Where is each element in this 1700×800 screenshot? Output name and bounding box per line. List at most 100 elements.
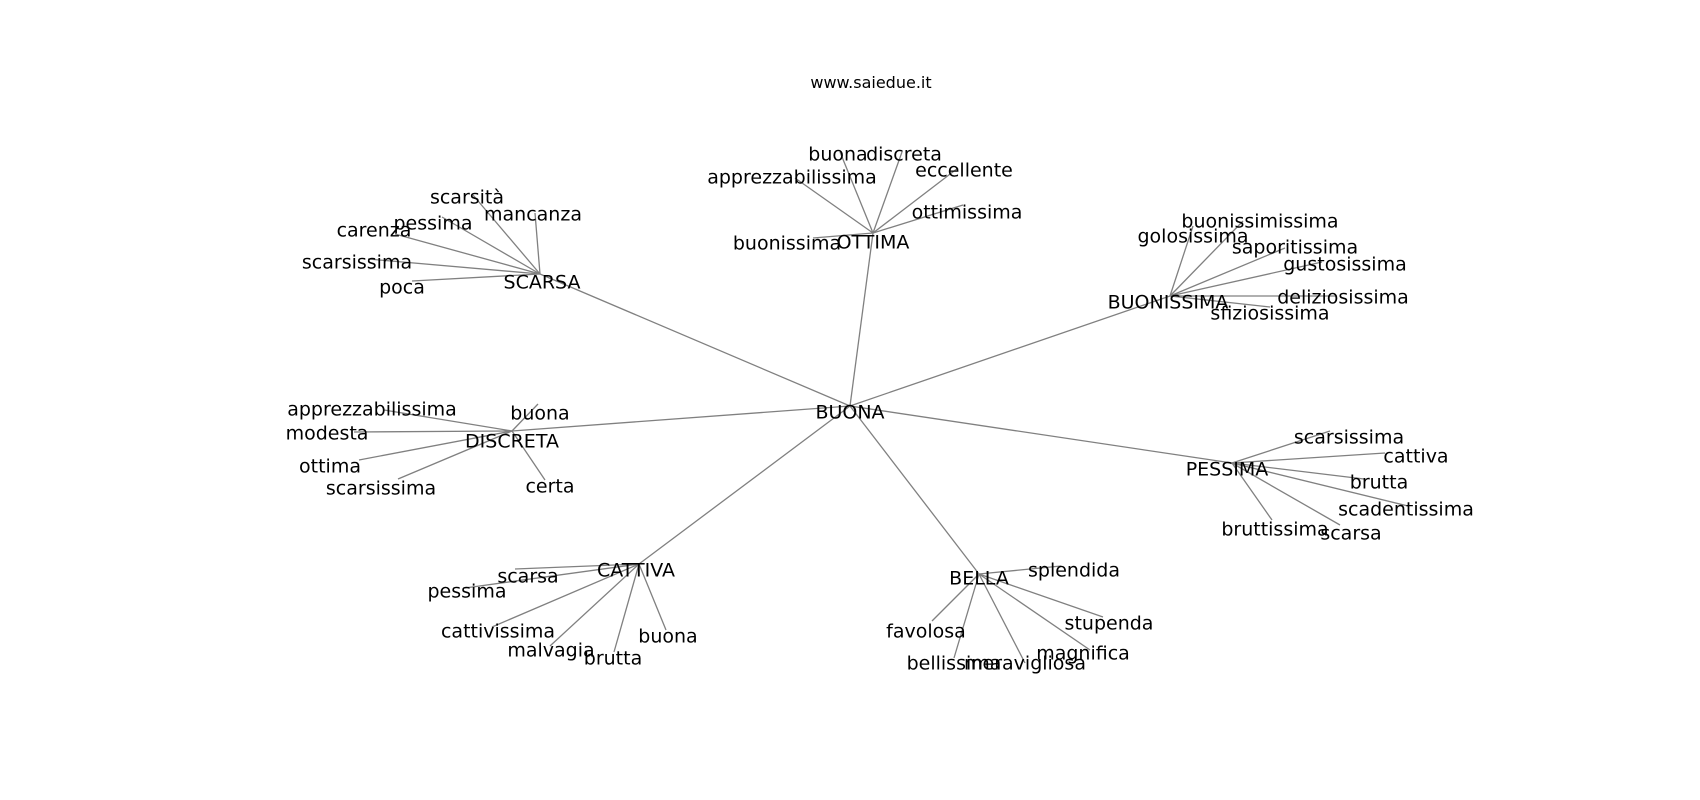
hub-node-label: CATTIVA: [597, 560, 675, 582]
leaf-node-label: scarsissima: [326, 478, 436, 500]
leaf-edge: [411, 273, 541, 282]
leaf-node-label: splendida: [1028, 560, 1120, 582]
leaf-node-label: bellissima: [907, 653, 1002, 675]
leaf-edge: [1231, 462, 1409, 507]
leaf-node-label: brutta: [1350, 472, 1408, 494]
page-title: www.saiedue.it: [810, 73, 931, 92]
leaf-edge: [1231, 462, 1365, 480]
leaf-node-label: scarsità: [430, 187, 504, 209]
leaf-node-label: sfiziosissima: [1210, 303, 1329, 325]
leaf-edge: [872, 151, 903, 234]
leaf-node-label: cattiva: [1383, 446, 1448, 468]
root-edge: [539, 273, 851, 407]
leaf-node-label: apprezzabilissima: [707, 167, 877, 189]
leaf-edge: [978, 573, 1026, 664]
leaf-edge: [511, 403, 539, 432]
leaf-node-label: scarsissima: [302, 252, 412, 274]
leaf-edge: [1169, 247, 1286, 297]
root-node-label: BUONA: [815, 402, 884, 424]
leaf-edge: [1169, 261, 1323, 297]
leaf-node-label: gustosissima: [1283, 254, 1406, 276]
leaf-edge: [978, 565, 1062, 575]
hub-node-label: BELLA: [949, 568, 1009, 590]
graph-edges: [353, 151, 1409, 664]
leaf-node-label: scarsissima: [1294, 427, 1404, 449]
leaf-edge: [464, 563, 640, 589]
leaf-edge: [872, 167, 959, 234]
leaf-node-label: ottima: [299, 456, 361, 478]
leaf-node-label: golosissima: [1138, 226, 1249, 248]
leaf-edge: [472, 194, 541, 275]
root-edge: [849, 405, 980, 575]
leaf-node-label: scadentissima: [1338, 499, 1474, 521]
leaf-node-label: eccellente: [915, 160, 1013, 182]
leaf-node-label: certa: [525, 476, 574, 498]
leaf-node-label: ottimissima: [912, 202, 1023, 224]
leaf-edge: [613, 563, 640, 653]
leaf-edge: [514, 563, 640, 570]
root-edge: [849, 295, 1171, 407]
leaf-edge: [1231, 452, 1386, 464]
leaf-node-label: malvagia: [507, 640, 594, 662]
leaf-edge: [953, 573, 980, 659]
leaf-node-label: carenza: [337, 220, 412, 242]
leaf-edge: [1169, 220, 1244, 297]
leaf-node-label: buona: [510, 403, 569, 425]
leaf-edge: [511, 430, 546, 481]
leaf-node-label: scarsa: [1320, 523, 1381, 545]
leaf-node-label: buona: [808, 144, 867, 166]
leaf-node-label: buona: [638, 626, 697, 648]
leaf-node-label: magnifica: [1036, 643, 1130, 665]
leaf-node-label: buonissimissima: [1181, 211, 1338, 233]
leaf-node-label: bruttissima: [1221, 519, 1328, 541]
root-edge: [849, 405, 1233, 464]
hub-node-label: SCARSA: [504, 272, 581, 294]
leaf-edge: [812, 232, 874, 239]
leaf-edge: [839, 151, 874, 234]
hub-node-label: BUONISSIMA: [1108, 292, 1229, 314]
leaf-edge: [441, 216, 541, 275]
hub-node-label: PESSIMA: [1186, 459, 1269, 481]
leaf-edge: [383, 409, 513, 432]
hub-node-label: OTTIMA: [837, 232, 910, 254]
leaf-node-label: favolosa: [886, 621, 966, 643]
leaf-edge: [549, 563, 640, 647]
graph-labels: BUONAOTTIMAbuonadiscretaeccellenteapprez…: [286, 144, 1474, 675]
leaf-node-label: deliziosissima: [1277, 287, 1409, 309]
leaf-node-label: discreta: [866, 144, 942, 166]
leaf-edge: [978, 573, 1104, 618]
hub-node-label: DISCRETA: [465, 431, 559, 453]
leaf-node-label: saporitissima: [1232, 237, 1358, 259]
leaf-node-label: modesta: [286, 423, 369, 445]
leaf-node-label: apprezzabilissima: [287, 399, 457, 421]
leaf-node-label: brutta: [584, 648, 642, 670]
leaf-edge: [367, 258, 541, 275]
leaf-edge: [794, 177, 874, 234]
leaf-edge: [1169, 225, 1194, 297]
leaf-node-label: poca: [379, 277, 425, 299]
root-edge: [638, 405, 851, 565]
leaf-edge: [358, 430, 513, 461]
leaf-node-label: cattivissima: [441, 621, 555, 643]
leaf-edge: [638, 563, 667, 631]
root-edge: [849, 232, 874, 407]
root-edge: [511, 405, 851, 432]
leaf-node-label: scarsa: [497, 566, 558, 588]
leaf-node-label: mancanza: [484, 204, 582, 226]
leaf-node-label: meravigliosa: [964, 653, 1086, 675]
leaf-edge: [534, 212, 541, 275]
leaf-edge: [1169, 295, 1271, 308]
leaf-edge: [1231, 430, 1331, 464]
leaf-node-label: pessima: [394, 213, 473, 235]
leaf-node-label: pessima: [428, 581, 507, 603]
leaf-edge: [394, 233, 541, 275]
leaf-edge: [931, 573, 980, 622]
leaf-edge: [491, 563, 640, 628]
leaf-edge: [1231, 462, 1273, 521]
leaf-edge: [872, 204, 964, 234]
leaf-edge: [397, 430, 513, 480]
leaf-node-label: stupenda: [1065, 613, 1154, 635]
leaf-edge: [1231, 462, 1341, 526]
leaf-edge: [353, 430, 513, 433]
